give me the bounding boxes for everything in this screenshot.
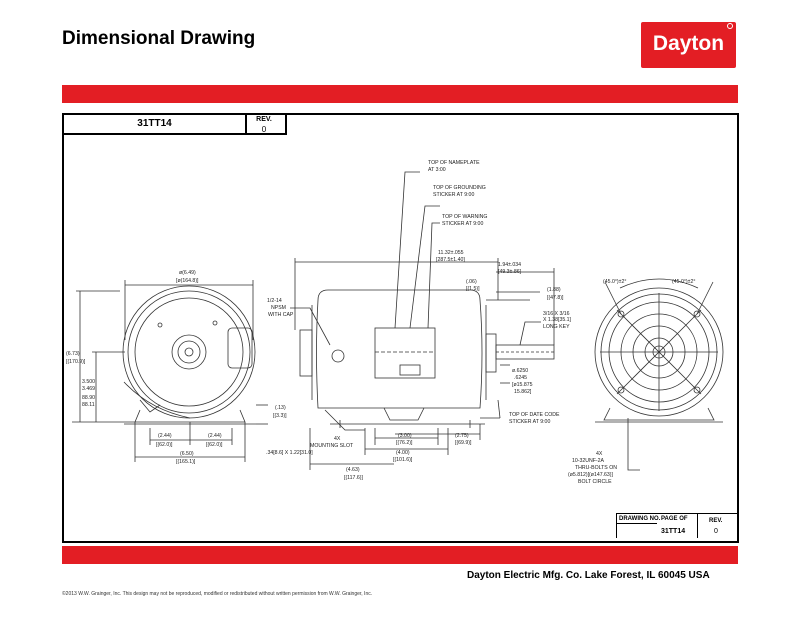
rev-header: REV. 0 bbox=[243, 113, 287, 135]
front-base-mm: [(165.1)] bbox=[176, 459, 196, 465]
ov-mm: [(69.9)] bbox=[455, 440, 472, 446]
ov-in: (2.75) bbox=[455, 433, 469, 439]
bs1-in: (3.00) bbox=[398, 433, 412, 439]
front-shaft-mm-1: 88.90 bbox=[82, 395, 95, 401]
part-number-header: 31TT14 bbox=[62, 113, 247, 135]
date-code-1: TOP OF DATE CODE bbox=[509, 412, 560, 418]
front-height-mm: [(170.9)] bbox=[66, 359, 86, 365]
length-in: 11.32±.055 bbox=[438, 250, 464, 256]
bolts-line-3: THRU-BOLTS ON bbox=[575, 465, 617, 471]
front-dia-mm: [ø(164.8)] bbox=[176, 278, 199, 284]
front-w1-mm: [(62.0)] bbox=[156, 442, 173, 448]
angle-2: (45.0°)±2° bbox=[672, 279, 695, 285]
warning-note-1: TOP OF WARNING bbox=[442, 214, 487, 220]
slot-line-1: 4X bbox=[334, 436, 341, 442]
front-w2-mm: [(62.0)] bbox=[206, 442, 223, 448]
front-shaft-in-1: 3.500 bbox=[82, 379, 95, 385]
angle-1: (45.0°)±2° bbox=[603, 279, 626, 285]
title-block-rule bbox=[617, 523, 657, 524]
bolts-line-4: (ø5.812)[(ø147.63)] bbox=[568, 472, 614, 478]
rev-value: 0 bbox=[261, 125, 267, 134]
page-label: PAGE OF bbox=[661, 516, 688, 522]
conduit-line-3: WITH CAP bbox=[268, 312, 294, 318]
length-mm: [287.5±1.40] bbox=[436, 257, 465, 263]
key-line-1: 3/16 X 3/16 bbox=[543, 311, 570, 317]
rev-label: REV. bbox=[256, 116, 272, 123]
bs1-mm: [(76.2)] bbox=[396, 440, 413, 446]
shaft-len-in: 1.94±.034 bbox=[498, 262, 521, 268]
front-shaft-in-2: 3.469 bbox=[82, 386, 95, 392]
page-title: Dimensional Drawing bbox=[62, 28, 256, 49]
key-line-2: X 1.38[35.1] bbox=[543, 317, 572, 323]
s2-mm: [(47.8)] bbox=[547, 295, 564, 301]
front-foot-mm: [(3.3)] bbox=[273, 413, 287, 419]
logo-text: Dayton bbox=[652, 32, 725, 55]
side-view bbox=[290, 171, 555, 470]
bs2-mm: [(101.6)] bbox=[393, 457, 413, 463]
slot-line-2: MOUNTING SLOT bbox=[310, 443, 354, 449]
registered-mark bbox=[727, 23, 733, 29]
s1-in: (.06) bbox=[466, 279, 477, 285]
grounding-note-2: STICKER AT 9:00 bbox=[433, 192, 474, 198]
nameplate-note-1: TOP OF NAMEPLATE bbox=[428, 160, 480, 166]
dayton-logo: Dayton bbox=[641, 22, 736, 68]
front-height-in: (6.73) bbox=[66, 351, 80, 357]
date-code-2: STICKER AT 9:00 bbox=[509, 419, 550, 425]
drawing-no-label: DRAWING NO. bbox=[619, 516, 661, 522]
front-shaft-mm-2: 88.11 bbox=[82, 402, 95, 408]
shaft-dia-2: .6245 bbox=[514, 375, 527, 381]
front-w1-in: (2.44) bbox=[158, 433, 172, 439]
bottom-red-bar bbox=[62, 546, 738, 564]
front-w2-in: (2.44) bbox=[208, 433, 222, 439]
title-block-rev-value: 0 bbox=[714, 528, 718, 535]
drawing-frame bbox=[62, 113, 739, 543]
end-view bbox=[594, 278, 724, 471]
conduit-line-1: 1/2-14 bbox=[267, 298, 282, 304]
bolts-line-2: 10-32UNF-2A bbox=[572, 458, 605, 464]
company-address: Dayton Electric Mfg. Co. Lake Forest, IL… bbox=[467, 570, 710, 581]
top-red-bar bbox=[62, 85, 738, 103]
warning-note-2: STICKER AT 9:00 bbox=[442, 221, 483, 227]
s2-in: (1.88) bbox=[547, 287, 561, 293]
nameplate-note-2: AT 3:00 bbox=[428, 167, 446, 173]
title-block-rev-label: REV. bbox=[709, 518, 723, 524]
conduit-line-2: NPSM bbox=[271, 305, 286, 311]
bolts-line-5: BOLT CIRCLE bbox=[578, 479, 612, 485]
copyright-notice: ©2013 W.W. Grainger, Inc. This design ma… bbox=[62, 591, 373, 597]
key-line-3: LONG KEY bbox=[543, 324, 570, 330]
shaft-dia-3: [ø15.875 bbox=[512, 382, 533, 388]
b-in: (4.63) bbox=[346, 467, 360, 473]
title-block-drawing-no: 31TT14 bbox=[661, 528, 686, 535]
front-base-in: (6.50) bbox=[180, 451, 194, 457]
title-block: DRAWING NO. PAGE OF 31TT14 REV. 0 bbox=[616, 513, 737, 538]
grounding-note-1: TOP OF GROUNDING bbox=[433, 185, 486, 191]
title-block-divider bbox=[697, 514, 698, 538]
front-view bbox=[72, 280, 268, 462]
front-foot-in: (.13) bbox=[275, 405, 286, 411]
s1-mm: [(1.5)] bbox=[466, 286, 480, 292]
slot-line-3: .34[8.6] X 1.22[31.0] bbox=[266, 450, 313, 456]
shaft-len-mm: [49.3±.86] bbox=[498, 269, 522, 275]
bs2-in: (4.00) bbox=[396, 450, 410, 456]
front-dia-in: ø(6.49) bbox=[179, 270, 196, 276]
shaft-dia-1: ø.6250 bbox=[512, 368, 528, 374]
bolts-line-1: 4X bbox=[596, 451, 603, 457]
b-mm: [(117.6)] bbox=[344, 475, 363, 481]
shaft-dia-4: 15.862] bbox=[514, 389, 532, 395]
